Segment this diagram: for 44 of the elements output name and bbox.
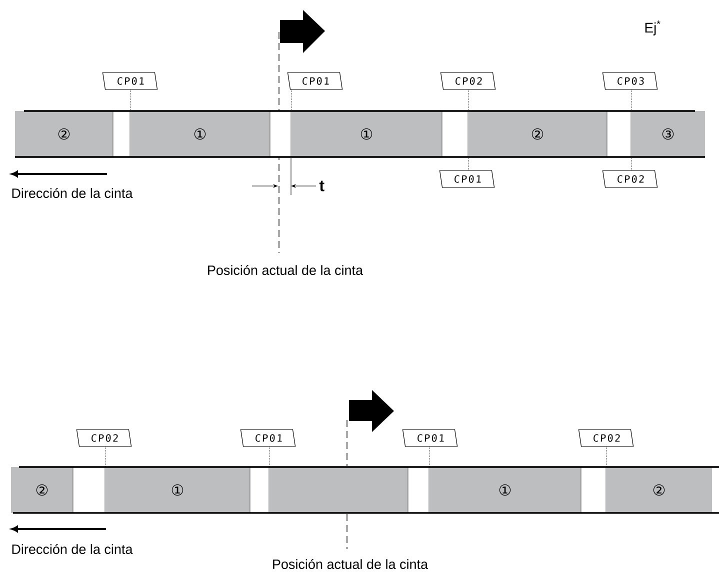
tape-gap — [442, 110, 468, 158]
leader-line — [468, 90, 469, 112]
tape-segment: ② — [15, 111, 113, 157]
leader-line — [104, 446, 106, 468]
tape-segment: ① — [429, 467, 581, 513]
tape-segment: ② — [11, 467, 73, 513]
label-text: Posición actual de la cinta — [273, 558, 428, 570]
tape-gap — [408, 466, 430, 514]
tape-segment: ① — [105, 467, 250, 513]
tape-gap — [112, 110, 130, 158]
label-text: Dirección de la cinta — [12, 188, 133, 198]
leader-line — [630, 90, 632, 112]
display-tag: CP01 — [439, 170, 495, 188]
tape-segment: ① — [130, 111, 270, 157]
display-tag: CP01 — [240, 429, 296, 447]
display-tag: CP02 — [76, 429, 132, 447]
display-tag: CP01 — [287, 72, 343, 90]
label-text: Posición actual de la cinta — [208, 264, 364, 276]
display-tag: CP03 — [602, 72, 658, 90]
dimension-label: t — [319, 180, 324, 192]
display-tag: CP02 — [578, 429, 634, 447]
tape-gap — [72, 466, 106, 514]
tape-segment: ② — [606, 467, 712, 513]
display-tag: CP01 — [102, 72, 158, 90]
display-tag: CP01 — [402, 429, 458, 447]
tape-gap — [606, 110, 632, 158]
tape-segment — [269, 467, 408, 513]
tape-segment: ① — [291, 111, 442, 157]
leader-line — [428, 446, 430, 468]
tape-gap — [250, 466, 270, 514]
tape-gap — [580, 466, 606, 514]
label-text: Dirección de la cinta — [12, 544, 133, 554]
leader-line — [630, 156, 632, 170]
tape-segment: ③ — [631, 111, 706, 157]
tape-segment: ② — [468, 111, 607, 157]
display-tag: CP02 — [440, 72, 496, 90]
leader-line — [468, 156, 469, 170]
ej-note: Ej$^{*}$ — [645, 20, 660, 36]
leader-line — [130, 90, 131, 112]
leader-line — [290, 90, 292, 112]
display-tag: CP02 — [602, 170, 658, 188]
leader-line — [606, 446, 607, 468]
tape-gap — [270, 110, 292, 158]
leader-line — [268, 446, 270, 468]
